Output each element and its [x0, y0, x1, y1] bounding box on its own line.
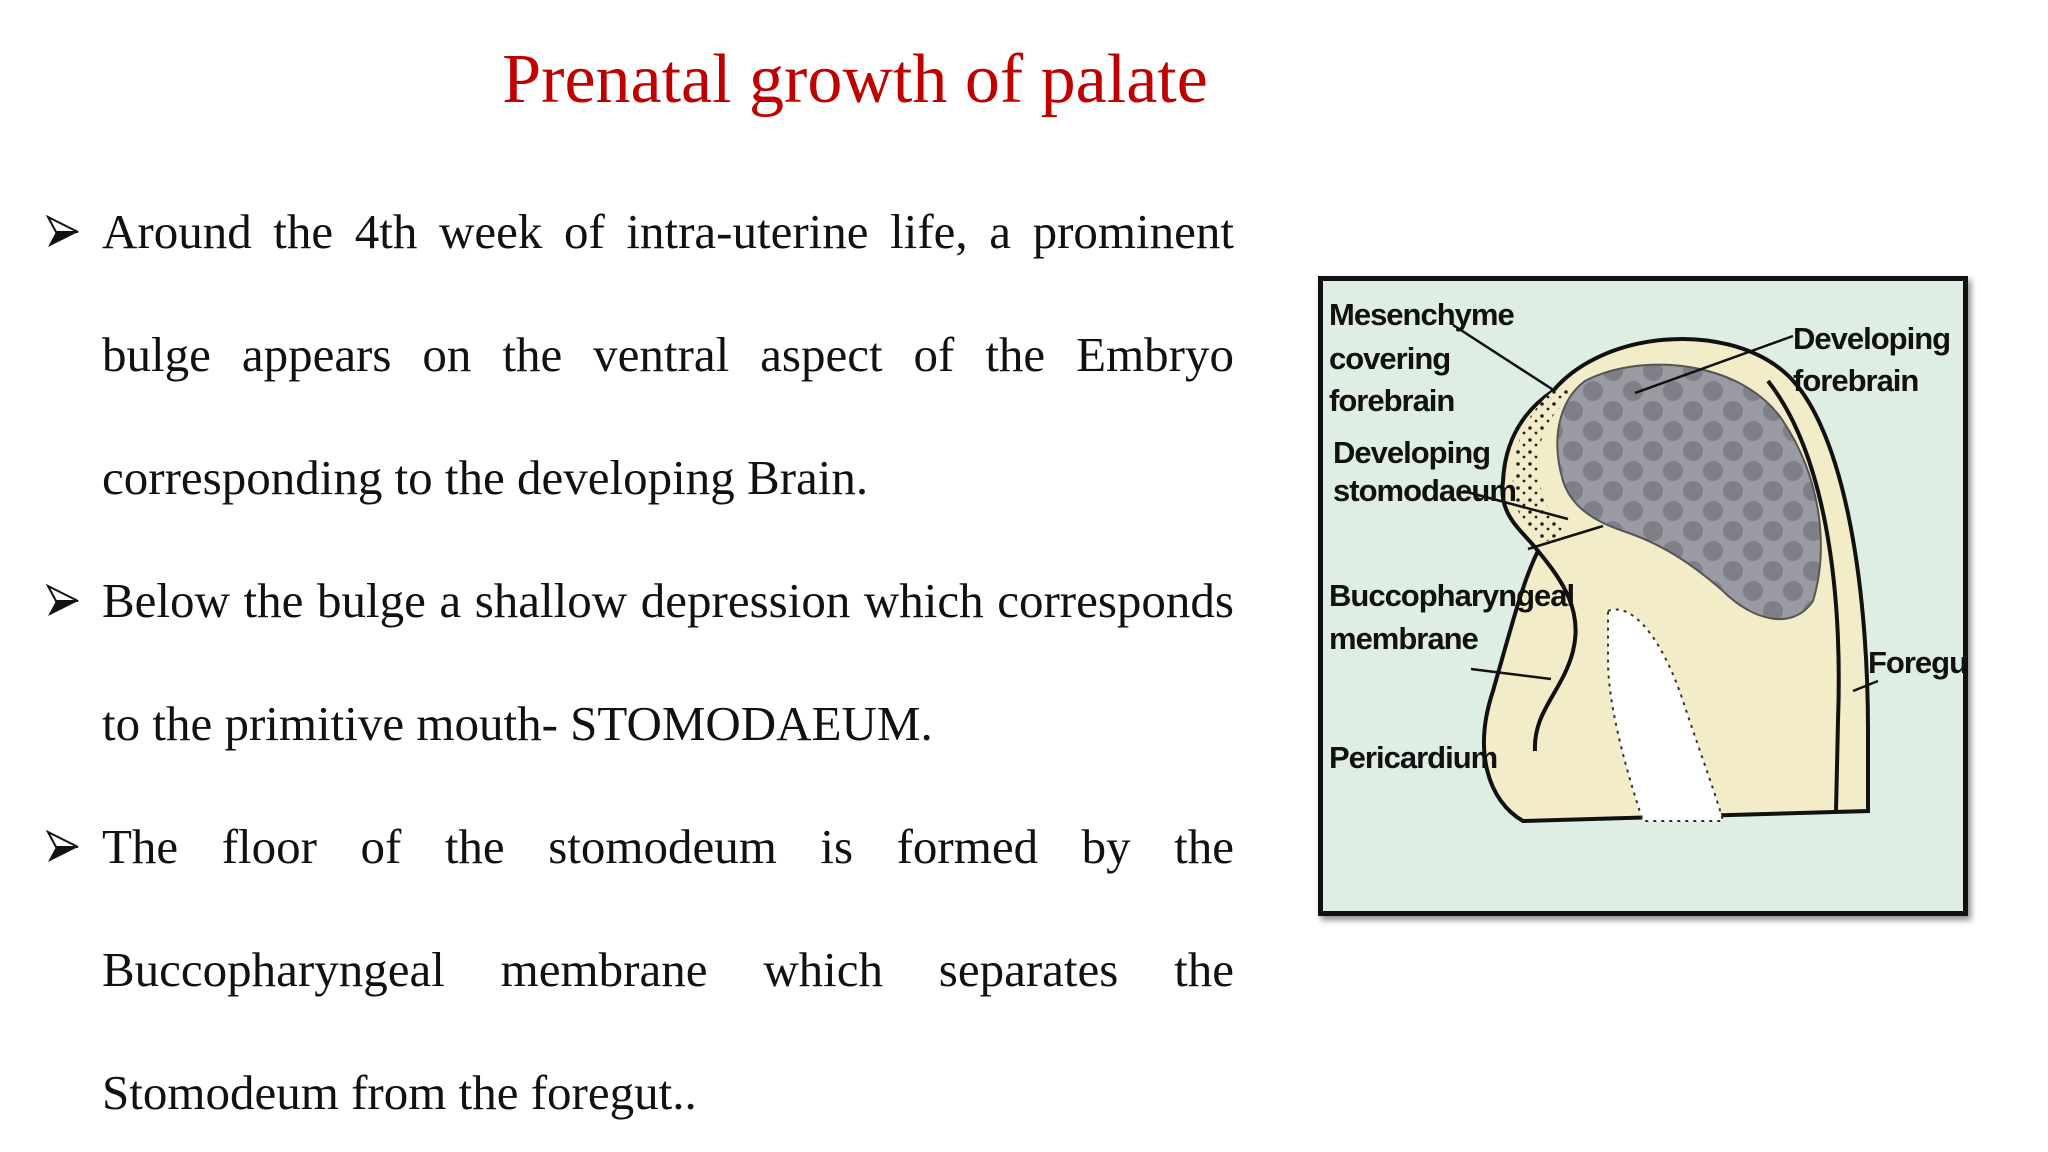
- bullet-text: Below the bulge a shallow depression whi…: [102, 573, 1234, 751]
- label-stomodaeum-2: stomodaeum: [1333, 473, 1516, 508]
- forebrain-shape: [1556, 363, 1822, 620]
- label-membrane-1: Buccopharyngeal: [1329, 578, 1574, 613]
- label-mesenchyme-2: covering: [1329, 341, 1450, 376]
- label-membrane-2: membrane: [1329, 621, 1479, 656]
- foregut-shape: [1607, 608, 1725, 822]
- label-mesenchyme-1: Mesenchyme: [1329, 297, 1514, 332]
- bullet-text: The floor of the stomodeum is formed by …: [102, 819, 1234, 1120]
- embryo-diagram: Mesenchyme covering forebrain Developing…: [1318, 276, 1968, 916]
- slide-title: Prenatal growth of palate: [502, 41, 1208, 118]
- label-mesenchyme-3: forebrain: [1329, 383, 1454, 418]
- label-forebrain-2: forebrain: [1793, 363, 1918, 398]
- arrow-bullet-icon: [46, 170, 102, 293]
- bullet-item: Around the 4th week of intra-uterine lif…: [46, 170, 1234, 539]
- arrow-bullet-icon: [46, 539, 102, 662]
- label-forebrain-1: Developing: [1793, 321, 1950, 356]
- stomodaeum-curve: [1532, 549, 1578, 752]
- bullet-text: Around the 4th week of intra-uterine lif…: [102, 204, 1234, 505]
- arrow-bullet-icon: [46, 785, 102, 908]
- label-foregut: Foregut: [1868, 645, 1963, 680]
- bullet-item: The floor of the stomodeum is formed by …: [46, 785, 1234, 1152]
- bullet-item: Below the bulge a shallow depression whi…: [46, 539, 1234, 785]
- mesenchyme-layer: [1512, 386, 1585, 543]
- bullet-list: Around the 4th week of intra-uterine lif…: [46, 170, 1234, 1152]
- label-pericardium: Pericardium: [1329, 740, 1497, 775]
- label-stomodaeum-1: Developing: [1333, 435, 1490, 470]
